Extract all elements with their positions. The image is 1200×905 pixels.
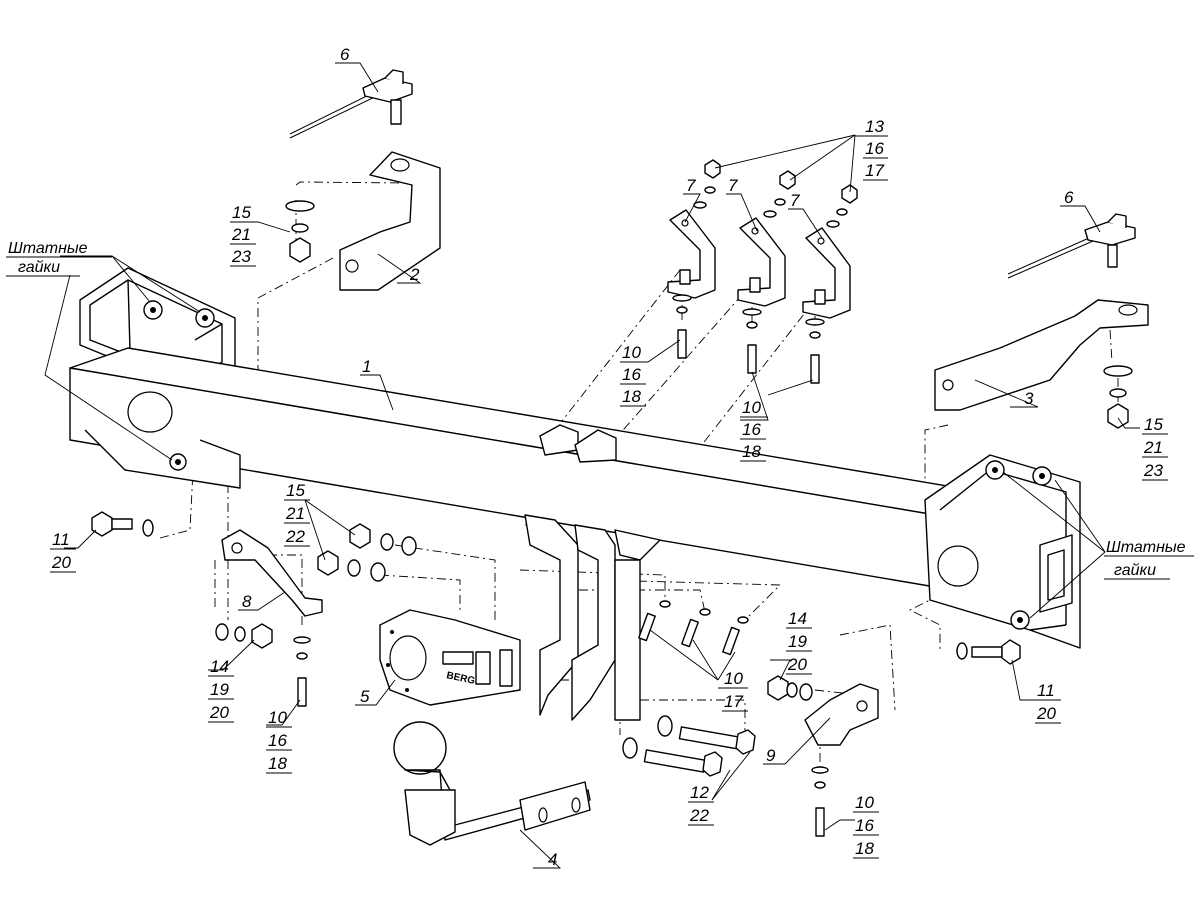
callout-center-small-bolts: 10 17 (718, 669, 748, 712)
callout-number: 15 (232, 203, 251, 222)
callout-number: 16 (268, 731, 287, 750)
callout-center-top-nuts: 13 16 17 (855, 117, 888, 181)
label-main-beam: 1 (362, 357, 371, 376)
callout-number: 18 (855, 839, 874, 858)
callout-number: 21 (1143, 438, 1163, 457)
callout-number: 18 (622, 387, 641, 406)
callout-center-long-bolts: 12 22 (688, 783, 714, 826)
lower-left-bracket (221, 529, 323, 617)
callout-right-top-nut: 15 21 23 (1142, 415, 1168, 481)
label-wire-right: 6 (1064, 188, 1074, 207)
tow-ball (393, 721, 591, 846)
label-tow-ball: 4 (548, 850, 557, 869)
callout-center-bolt-right: 10 16 18 (740, 398, 768, 462)
stock-nuts-word-1: Штатные (8, 240, 88, 257)
callout-number: 16 (865, 139, 884, 158)
callout-number: 23 (1143, 461, 1163, 480)
callout-number: 17 (724, 692, 743, 711)
callout-number: 10 (268, 708, 287, 727)
main-beam (69, 267, 1081, 721)
label-bracket-lower-right: 9 (766, 746, 776, 765)
callout-number: 23 (231, 247, 251, 266)
callout-number: 14 (210, 657, 229, 676)
brace-a (667, 209, 716, 299)
callout-left-side-bolt: 11 20 (50, 530, 76, 573)
callout-number: 19 (788, 632, 807, 651)
label-bracket-lower-left: 8 (242, 592, 252, 611)
label-socket-plate: 5 (360, 687, 370, 706)
left-bracket (339, 151, 441, 291)
callout-right-side-bolt: 11 20 (1035, 681, 1061, 724)
stock-nuts-word-2: гайки (18, 259, 60, 276)
callout-number: 20 (51, 553, 71, 572)
callout-number: 18 (268, 754, 287, 773)
wire-left (289, 69, 413, 139)
stock-nuts-word-1: Штатные (1106, 539, 1186, 556)
leader-lines (44, 62, 1140, 869)
callout-number: 22 (689, 806, 709, 825)
callout-number: 20 (1036, 704, 1056, 723)
label-bracket-left: 2 (409, 265, 420, 284)
callout-right-lower-nut: 14 19 20 (786, 609, 812, 675)
callout-number: 16 (742, 420, 761, 439)
callout-number: 10 (622, 343, 641, 362)
stock-nuts-label-right: Штатные гайки (1104, 539, 1194, 580)
callout-left-top-nut: 15 21 23 (230, 203, 256, 267)
callout-number: 15 (286, 481, 305, 500)
callout-number: 18 (742, 442, 761, 461)
callout-number: 21 (231, 225, 251, 244)
stock-nuts-label-left: Штатные гайки (6, 240, 112, 277)
callout-number: 19 (210, 680, 229, 699)
callout-number: 14 (788, 609, 807, 628)
callout-number: 22 (285, 527, 305, 546)
socket-plate (379, 609, 521, 706)
right-bracket (934, 299, 1149, 411)
lower-right-bracket (804, 683, 879, 746)
callout-number: 11 (1037, 681, 1055, 700)
callout-number: 20 (209, 703, 229, 722)
callout-number: 15 (1144, 415, 1163, 434)
label-wire-left: 6 (340, 45, 350, 64)
wire-right (1007, 213, 1136, 279)
callout-number: 10 (855, 793, 874, 812)
callout-number: 21 (285, 504, 305, 523)
label-bracket-right: 3 (1024, 389, 1034, 408)
fasteners (91, 159, 1133, 837)
callout-number: 16 (622, 365, 641, 384)
callout-left-lower-bolt: 10 16 18 (266, 708, 292, 774)
label-brace-b: 7 (728, 176, 738, 195)
part-number-labels: 1 2 3 4 5 6 6 7 7 7 8 9 (242, 45, 1074, 869)
callout-right-lower-bolt: 10 16 18 (853, 793, 879, 859)
stock-nuts-word-2: гайки (1114, 562, 1156, 579)
callout-number: 11 (52, 530, 70, 549)
callout-number: 13 (865, 117, 884, 136)
callout-number: 17 (865, 161, 884, 180)
callout-number: 16 (855, 816, 874, 835)
callout-left-socket-nuts: 15 21 22 (284, 481, 310, 547)
callout-number: 20 (787, 655, 807, 674)
callout-number: 10 (742, 398, 761, 417)
label-brace-c: 7 (790, 191, 800, 210)
callout-number: 10 (724, 669, 743, 688)
callout-center-bolt-left: 10 16 18 (620, 343, 646, 407)
callout-number: 12 (690, 783, 709, 802)
label-brace-a: 7 (686, 176, 696, 195)
callout-left-lower-nut: 14 19 20 (208, 657, 234, 723)
brace-c (802, 227, 851, 319)
brace-b (737, 217, 786, 307)
